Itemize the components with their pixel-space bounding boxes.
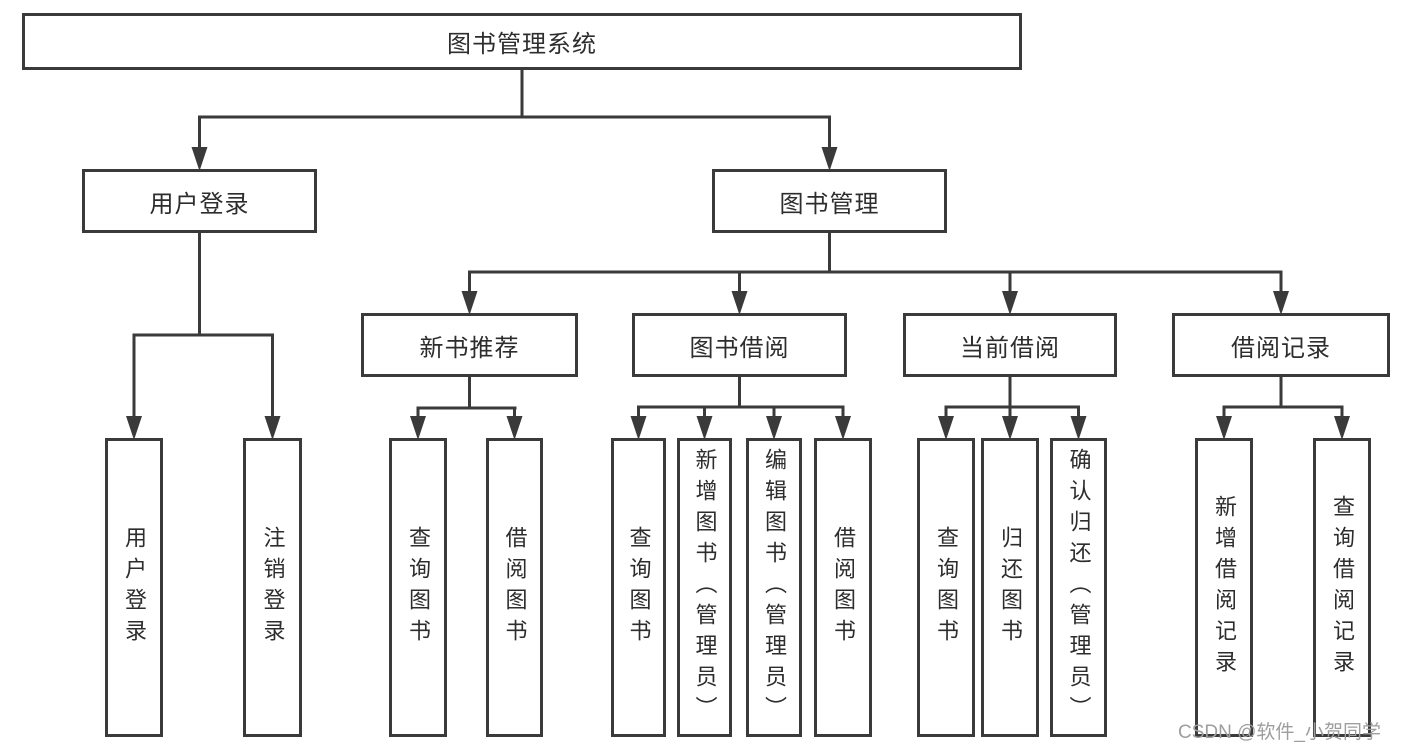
leaf-borrow-borrow-books: 借阅图书 [814, 438, 872, 737]
node-label: 图书管理 [779, 190, 880, 218]
node-label: 当前借阅 [960, 334, 1060, 362]
node-label: 新增图书（管理员） [692, 448, 718, 727]
arrow-down-icon [696, 416, 713, 440]
node-label: 确认归还（管理员） [1066, 448, 1092, 727]
leaf-current-return-books: 归还图书 [981, 438, 1039, 737]
connector-current-children [938, 376, 1087, 440]
leaf-newbook-query-books: 查询图书 [389, 438, 447, 737]
node-label: 用户登录 [149, 190, 250, 218]
node-label: 用户登录 [122, 525, 147, 650]
arrow-down-icon [1334, 416, 1350, 440]
node-label: 归还图书 [998, 525, 1023, 650]
arrow-down-icon [835, 416, 851, 440]
arrow-down-icon [506, 416, 523, 440]
arrow-down-icon [264, 416, 281, 440]
arrow-down-icon [461, 291, 478, 315]
node-label: 图书管理系统 [447, 31, 597, 58]
arrow-down-icon [766, 416, 782, 440]
watermark: CSDN @软件_小贺同学 [1178, 722, 1381, 743]
arrow-down-icon [191, 147, 208, 171]
arrow-down-icon [1002, 416, 1018, 440]
arrow-down-icon [938, 416, 954, 440]
arrow-down-icon [1273, 291, 1289, 315]
node-label: 查询图书 [406, 525, 431, 650]
connector-borrow-children [630, 376, 851, 440]
leaf-borrow-query-books: 查询图书 [611, 438, 666, 737]
node-label: 新书推荐 [419, 334, 520, 362]
node-new-book-recommend: 新书推荐 [361, 313, 578, 377]
node-user-login-module: 用户登录 [82, 169, 317, 233]
arrow-down-icon [821, 147, 838, 171]
arrow-down-icon [410, 416, 426, 440]
node-label: 借阅记录 [1231, 334, 1331, 362]
arrow-down-icon [731, 291, 748, 315]
node-label: 查询图书 [626, 525, 652, 650]
node-borrowing-records: 借阅记录 [1172, 313, 1390, 377]
node-label: 查询图书 [934, 525, 959, 650]
arrow-down-icon [1002, 291, 1018, 315]
leaf-user-login: 用户登录 [105, 438, 163, 737]
node-current-borrowing: 当前借阅 [903, 313, 1117, 377]
arrow-down-icon [1070, 416, 1087, 440]
node-label: 借阅图书 [502, 525, 528, 650]
leaf-borrow-add-books-admin: 新增图书（管理员） [677, 438, 732, 737]
arrow-down-icon [126, 416, 142, 440]
leaf-records-add-record: 新增借阅记录 [1195, 438, 1253, 737]
leaf-borrow-edit-books-admin: 编辑图书（管理员） [746, 438, 802, 737]
node-label: 编辑图书（管理员） [762, 448, 787, 727]
node-book-management-module: 图书管理 [712, 169, 947, 233]
node-label: 注销登录 [260, 525, 286, 650]
arrow-down-icon [1216, 416, 1232, 440]
leaf-logout: 注销登录 [243, 438, 302, 737]
leaf-newbook-borrow-books: 借阅图书 [486, 438, 543, 737]
arrow-down-icon [630, 416, 647, 440]
node-label: 借阅图书 [831, 525, 856, 650]
node-label: 查询借阅记录 [1330, 494, 1355, 681]
leaf-records-query-record: 查询借阅记录 [1313, 438, 1371, 737]
connector-login-children [126, 232, 281, 440]
node-label: 图书借阅 [689, 334, 790, 362]
connector-newbook-children [410, 376, 523, 440]
node-label: 新增借阅记录 [1212, 494, 1237, 681]
connector-bookmgmt-to-level3 [461, 232, 1289, 315]
leaf-current-confirm-return-admin: 确认归还（管理员） [1050, 438, 1107, 737]
node-book-borrowing: 图书借阅 [632, 313, 847, 377]
connector-root-to-level2 [191, 68, 838, 171]
node-system-root: 图书管理系统 [22, 13, 1022, 70]
connector-records-children [1216, 376, 1350, 440]
leaf-current-query-books: 查询图书 [917, 438, 975, 737]
